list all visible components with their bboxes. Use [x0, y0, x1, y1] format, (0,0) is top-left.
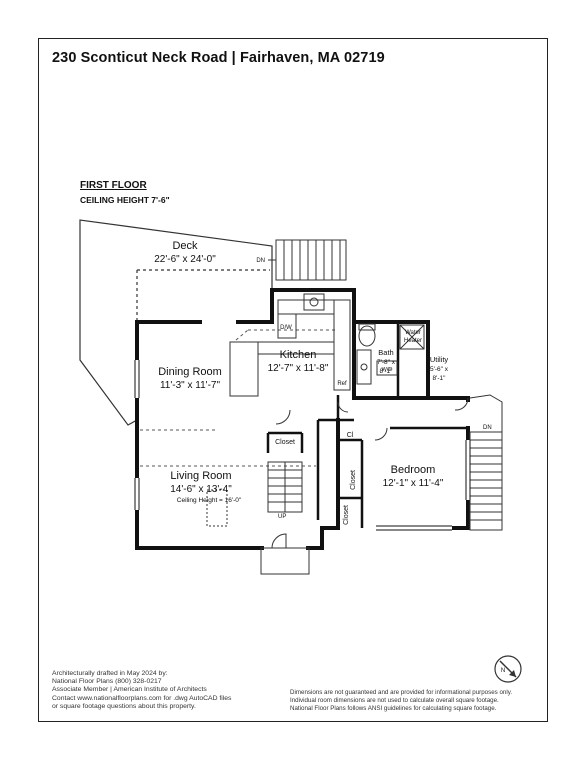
bath-room-dims-line1: 7'-8" x [377, 359, 396, 366]
bedroom-room-name: Bedroom [391, 464, 436, 476]
floor-ceiling-height: CEILING HEIGHT 7'-6" [80, 195, 170, 205]
deck-stairs-down-label: DN [256, 258, 265, 264]
room-division-lines [140, 329, 338, 467]
small-closet-label: Cl [347, 432, 354, 439]
kitchen-room-name: Kitchen [280, 349, 317, 361]
living-room-ceiling-note: Ceiling Height = 16'-0" [177, 497, 242, 504]
kitchen-counters [229, 293, 351, 397]
living-room-stairs [267, 461, 303, 513]
kitchen-room-dims: 12'-7" x 11'-8" [268, 363, 329, 374]
disclaimer-line: Dimensions are not guaranteed and are pr… [290, 689, 513, 696]
refrigerator-label: Ref [337, 381, 347, 387]
credit-line: Architecturally drafted in May 2024 by: [52, 670, 168, 677]
floor-name: FIRST FLOOR [80, 180, 147, 191]
washer-dryer-label: W/D [382, 367, 393, 373]
bath-room-name: Bath [378, 348, 393, 357]
lower-closet-label: Closet [343, 505, 350, 525]
front-entry-landing [260, 533, 310, 575]
credit-line: Contact www.nationalfloorplans.com for .… [52, 694, 232, 702]
bedroom-room-dims: 12'-1" x 11'-4" [383, 478, 444, 489]
credit-line: National Floor Plans (800) 328-0217 [52, 678, 162, 686]
dining-room-dims: 11'-3" x 11'-7" [160, 380, 220, 391]
dining-room-name: Dining Room [158, 366, 222, 378]
north-compass-label: N [501, 668, 505, 674]
utility-room-name: Utility [430, 355, 449, 364]
door-swings [206, 397, 469, 527]
living-stairs-up-label: UP [278, 514, 286, 520]
bedroom-closet-label: Closet [350, 470, 357, 490]
dimension-disclaimer: Dimensions are not guaranteed and are pr… [290, 689, 540, 712]
deck-room-name: Deck [172, 240, 198, 252]
windows [134, 360, 471, 531]
dishwasher-label: D/W [280, 325, 292, 331]
utility-room-dims-line2: 8'-1" [433, 375, 447, 382]
water-heater-label-line2: Heater [404, 338, 422, 344]
living-room-dims: 14'-6" x 13'-4" [170, 484, 232, 495]
credit-line: Associate Member | American Institute of… [52, 686, 207, 694]
bath-fixtures [356, 323, 425, 385]
interior-walls [266, 322, 468, 528]
property-address-title: 230 Sconticut Neck Road | Fairhaven, MA … [52, 50, 385, 66]
deck-stairs [268, 239, 347, 281]
drafter-credits: Architecturally drafted in May 2024 by: … [52, 670, 287, 711]
living-room-name: Living Room [170, 470, 231, 482]
bedroom-exterior-stairs [469, 394, 503, 531]
disclaimer-line: Individual room dimensions are not used … [290, 696, 499, 704]
credit-line: or square footage questions about this p… [52, 702, 196, 710]
hall-closet-label: Closet [275, 439, 295, 446]
north-compass-icon: N [494, 655, 522, 683]
side-stairs-down-label: DN [483, 425, 492, 431]
bath-room-dims-line2: 8'-1" [380, 368, 394, 375]
utility-room-dims-line1: 5'-6" x [430, 366, 449, 373]
deck-room-dims: 22'-6" x 24'-0" [154, 254, 216, 265]
water-heater-label-line1: Water [405, 330, 421, 336]
disclaimer-line: National Floor Plans follows ANSI guidel… [290, 704, 497, 712]
plan-sheet-border [38, 38, 548, 722]
